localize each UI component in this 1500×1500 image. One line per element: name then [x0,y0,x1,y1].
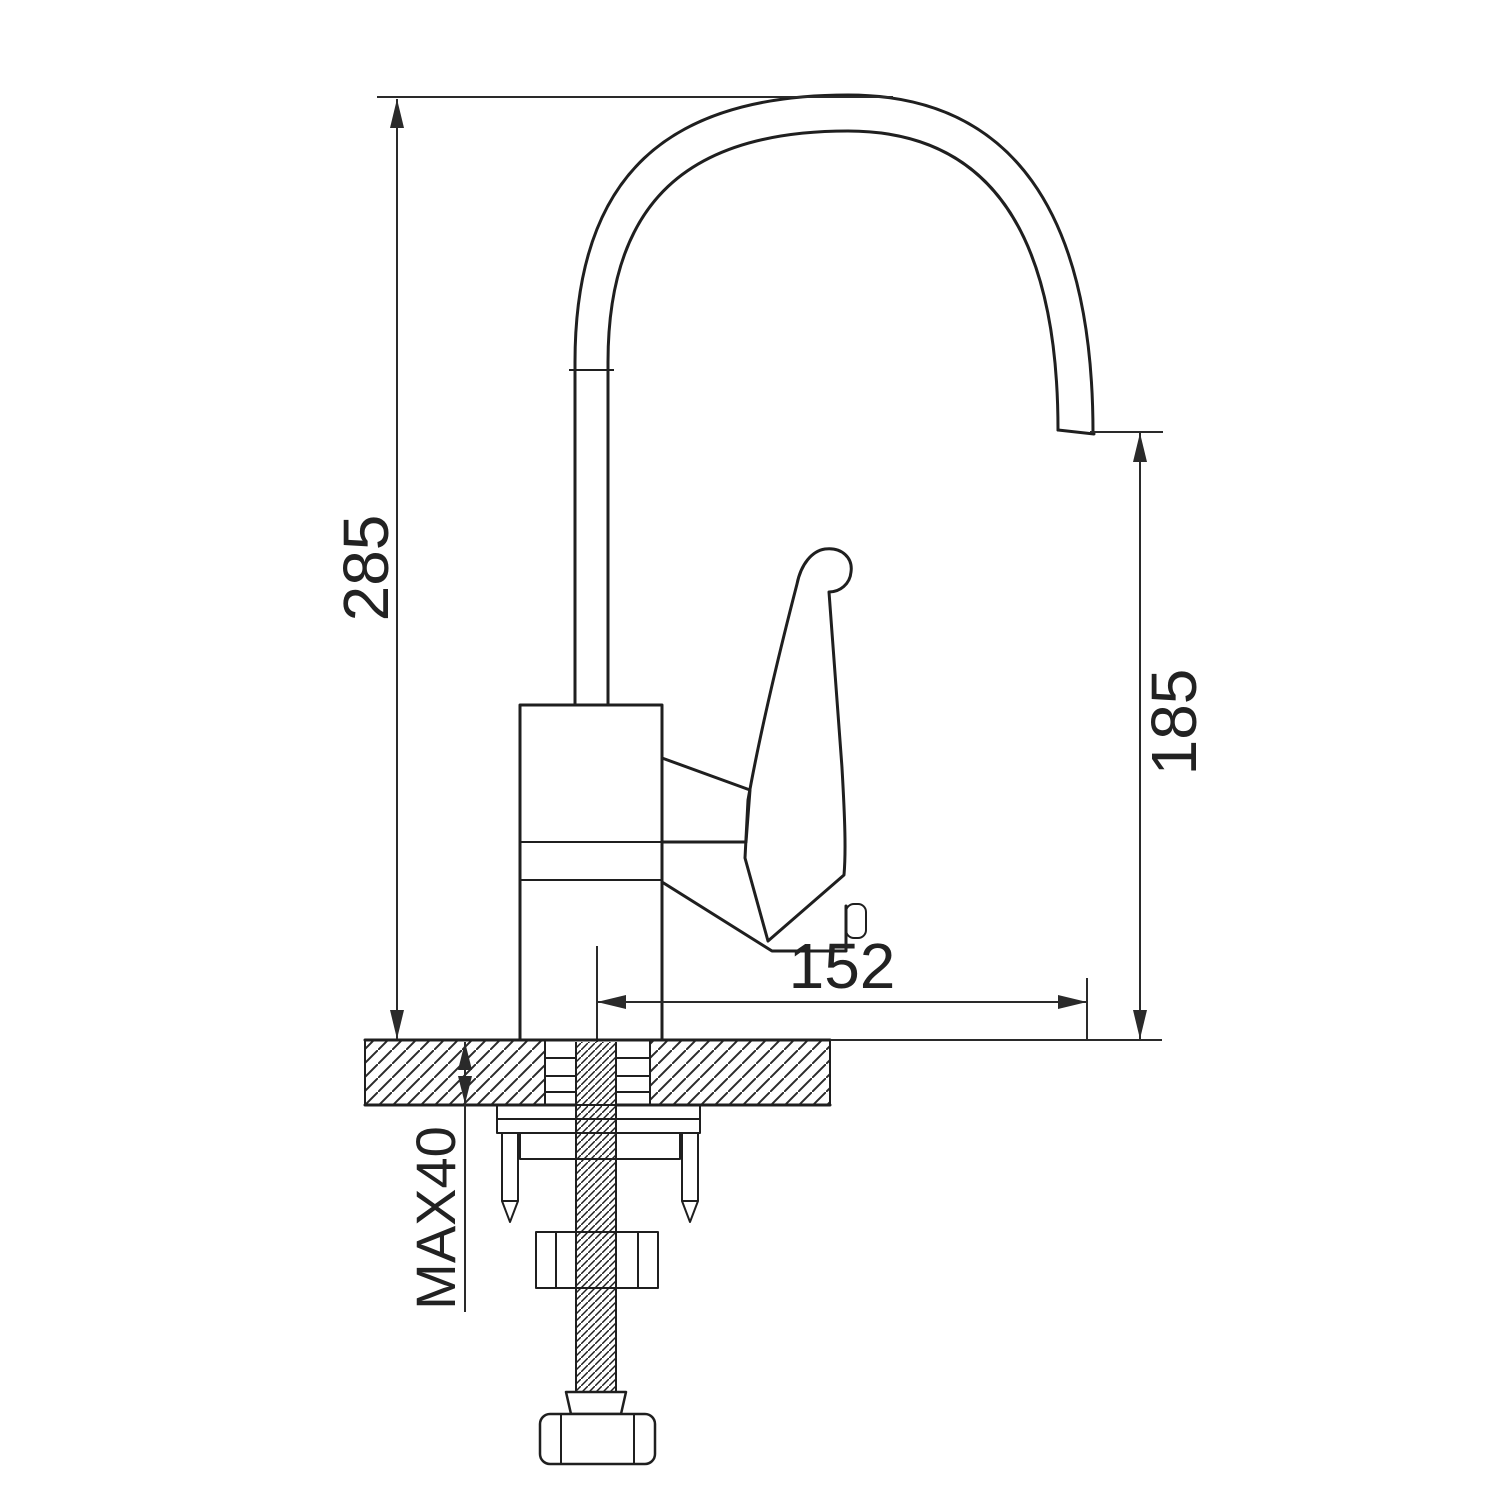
dimension-max-thickness: MAX40 [404,1042,472,1312]
dimension-label-max-thickness: MAX40 [404,1126,467,1310]
handle-cone [660,756,752,844]
spout-outlet [1056,428,1096,436]
mounting-hardware [496,1104,701,1466]
countertop-hatch-left [365,1040,545,1105]
mounting-bracket [519,1132,681,1160]
dimension-spout-height: 185 [830,431,1210,1041]
gooseneck-spout [569,93,1096,707]
mounting-nut [535,1231,659,1289]
spout-curve-inner [606,129,1060,432]
dimension-label-overall-height: 285 [330,515,402,622]
threaded-rod [575,1042,617,1392]
handle-end-cap [845,903,867,939]
countertop-section [363,1038,832,1107]
dimension-label-spout-height: 185 [1138,669,1210,776]
dimension-label-spout-reach: 152 [789,930,896,1002]
handle-blade [743,547,853,943]
hose-nut [538,1412,657,1466]
mounting-bolt-right [681,1132,699,1223]
dimension-spout-reach: 152 [597,930,1088,1040]
hose-ferrule [564,1390,628,1416]
spout-curve-outer [573,93,1095,435]
dimension-overall-height: 285 [330,96,893,1039]
handle-lever [660,547,867,953]
countertop-hatch-right [650,1040,830,1105]
mounting-bolt-left [501,1132,519,1223]
faucet-body [518,703,664,1042]
